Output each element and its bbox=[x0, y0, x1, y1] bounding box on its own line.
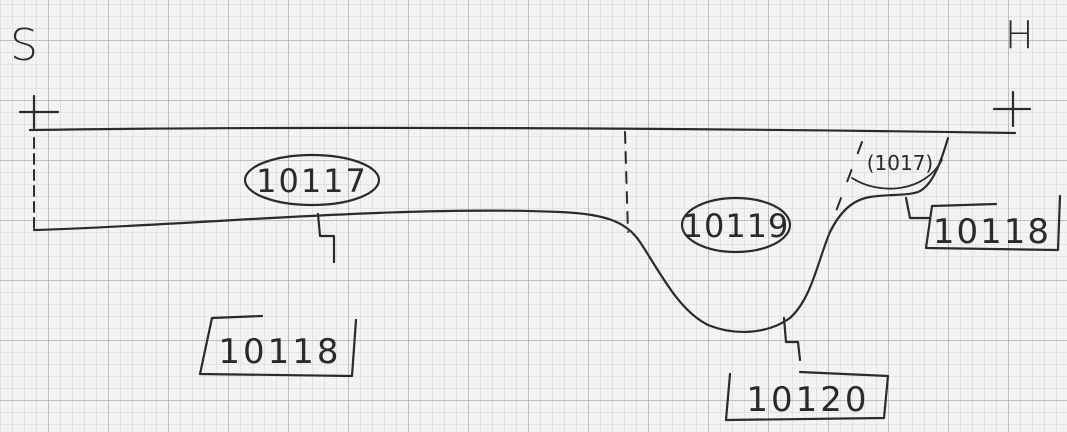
fault-marker-bottom bbox=[782, 316, 802, 362]
fault-marker-left bbox=[316, 212, 336, 264]
upper-left-label: 10117 bbox=[256, 162, 368, 200]
lower-left-label-outline bbox=[198, 314, 358, 378]
upper-right-label: (1017) bbox=[867, 151, 934, 175]
right-label-outline bbox=[924, 194, 1062, 252]
fault-marker-right bbox=[904, 196, 932, 220]
left-end-tick bbox=[18, 94, 60, 130]
left-end-letter: S bbox=[10, 20, 38, 71]
middle-label: 10119 bbox=[683, 207, 790, 245]
upper-right-label-outline bbox=[851, 159, 943, 190]
lower-profile-curve bbox=[32, 136, 950, 333]
lower-left-label: 10118 bbox=[218, 332, 341, 372]
middle-boundary-line bbox=[624, 131, 629, 233]
right-end-letter: H bbox=[1005, 13, 1034, 57]
bottom-label-outline bbox=[724, 370, 890, 422]
right-boundary-line bbox=[831, 141, 863, 223]
right-end-tick bbox=[992, 90, 1032, 128]
upper-left-label-outline bbox=[243, 153, 381, 207]
bottom-label: 10120 bbox=[746, 380, 869, 420]
middle-label-outline bbox=[680, 196, 792, 254]
top-baseline bbox=[28, 126, 1017, 135]
right-label: 10118 bbox=[933, 212, 1051, 252]
